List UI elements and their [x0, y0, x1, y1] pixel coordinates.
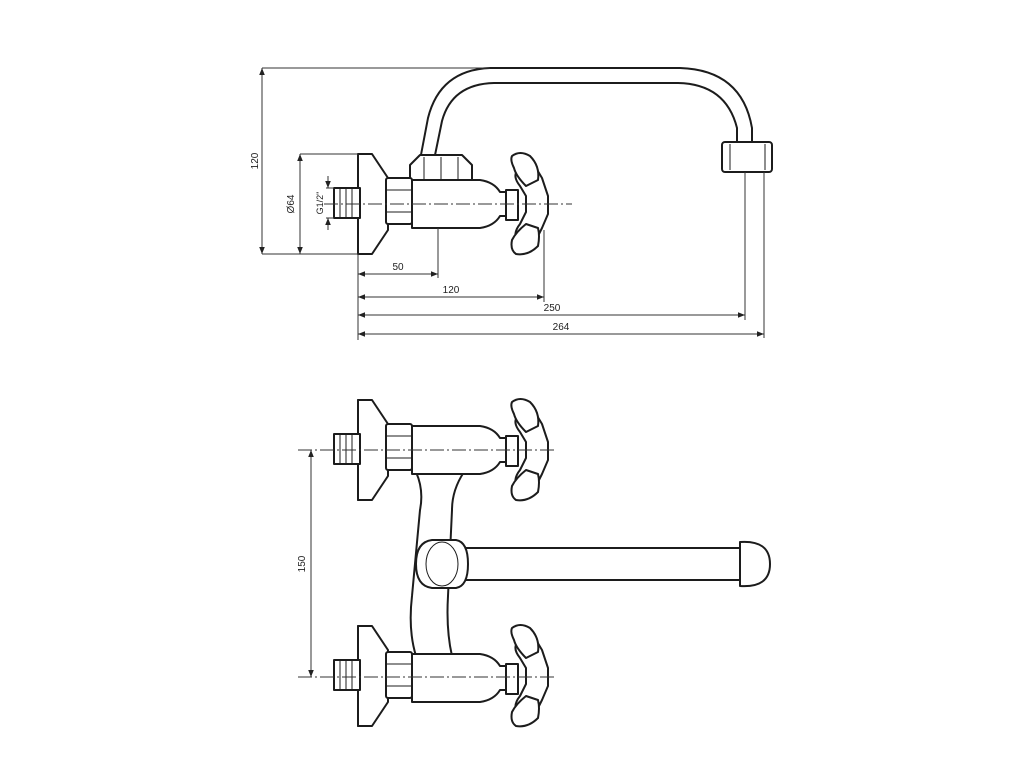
dim-depth-120: 120	[358, 230, 545, 302]
dim-diameter-64-label: Ø64	[286, 194, 297, 213]
side-view: 120 Ø64 G1/2" 50 120	[250, 67, 773, 340]
dim-overall-264: 264	[358, 172, 765, 338]
valve-lower	[298, 624, 556, 728]
dim-thread-label: G1/2"	[315, 192, 325, 215]
dim-overall-264-label: 264	[553, 322, 570, 333]
dim-reach-250: 250	[358, 172, 746, 320]
spout-side	[409, 67, 773, 181]
front-view: 150	[297, 398, 771, 728]
dim-depth-120-label: 120	[443, 285, 460, 296]
cross-handle-side	[510, 152, 549, 256]
spout-front	[415, 539, 771, 589]
valve-upper	[298, 398, 556, 502]
inlet-thread-side	[333, 187, 361, 219]
dim-diameter-64: Ø64	[286, 153, 358, 255]
dim-spacing-150: 150	[297, 450, 314, 677]
dim-reach-250-label: 250	[544, 303, 561, 314]
hex-nut-side	[385, 177, 413, 225]
dim-offset-50-label: 50	[392, 262, 404, 273]
dim-spacing-150-label: 150	[297, 555, 308, 572]
dim-height-120-label: 120	[250, 152, 261, 169]
dim-thread: G1/2"	[315, 176, 334, 230]
